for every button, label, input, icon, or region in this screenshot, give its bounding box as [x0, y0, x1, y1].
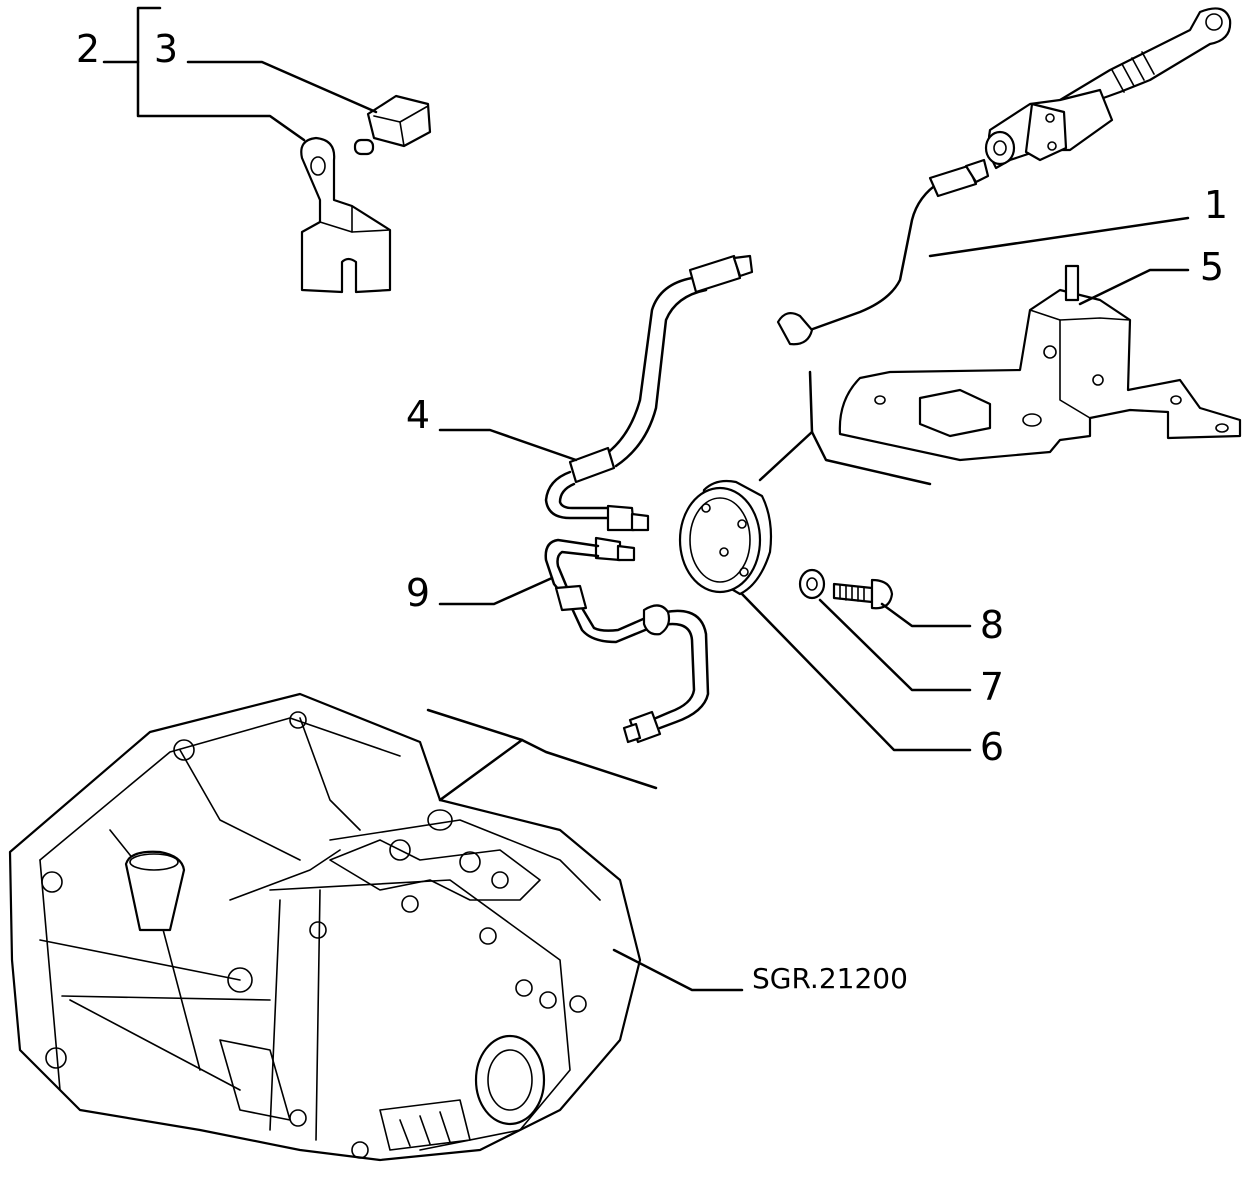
clip-part-3	[353, 94, 432, 156]
callout-7: 7	[980, 665, 1004, 709]
pipe-part-9	[544, 536, 710, 744]
gearbox-housing	[8, 692, 642, 1162]
reference-code-label: SGR.21200	[752, 962, 908, 995]
callout-1: 1	[1204, 183, 1228, 227]
washer-part-7	[798, 568, 826, 600]
callout-2: 2	[76, 27, 100, 71]
assembly-pointer-lower	[426, 708, 658, 802]
pipe-part-1	[776, 158, 990, 346]
callout-3: 3	[154, 27, 178, 71]
bolt-part-8	[832, 578, 894, 610]
clutch-master-cylinder	[984, 7, 1232, 170]
callout-4: 4	[406, 393, 430, 437]
hose-part-4	[544, 254, 754, 532]
bracket-part-5	[838, 264, 1242, 462]
callout-8: 8	[980, 603, 1004, 647]
assembly-pointer-upper	[758, 370, 932, 486]
callout-9: 9	[406, 571, 430, 615]
callout-5: 5	[1200, 245, 1224, 289]
bracket-part-2	[300, 136, 392, 294]
slave-cylinder-part-6	[678, 479, 773, 596]
callout-6: 6	[980, 725, 1004, 769]
leader-lines	[102, 6, 1190, 992]
